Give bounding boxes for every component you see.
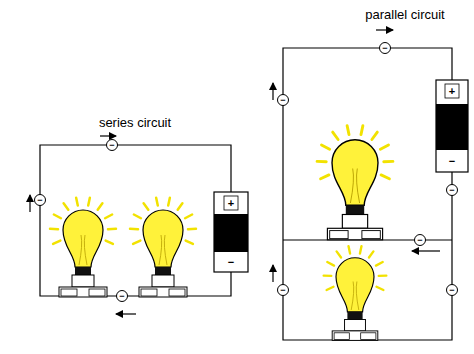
light-bulb <box>130 198 196 297</box>
electron-circle <box>415 235 426 246</box>
electron-sign: − <box>280 96 285 105</box>
electron-sign: − <box>382 44 387 53</box>
electron-circle <box>278 285 289 296</box>
wire <box>40 145 231 296</box>
wire <box>283 48 452 340</box>
current-arrow <box>116 313 136 314</box>
light-bulb <box>50 198 116 297</box>
electron-circle <box>117 291 128 302</box>
electron-sign: − <box>109 141 114 150</box>
electron-circle <box>447 285 458 296</box>
electron-sign: − <box>37 196 42 205</box>
electron-marks <box>35 43 458 302</box>
electron-circle <box>35 195 46 206</box>
electron-sign: − <box>119 292 124 301</box>
electron-circle <box>380 43 391 54</box>
electron-sign: − <box>417 236 422 245</box>
current-arrow <box>376 29 393 30</box>
circuit-title: series circuit <box>99 115 171 130</box>
battery-terminal-sign: − <box>449 156 455 167</box>
electron-circle <box>107 140 118 151</box>
light-bulb <box>317 126 393 240</box>
current-arrow <box>272 265 273 282</box>
battery-terminal-sign: − <box>228 257 234 268</box>
electron-circle <box>447 185 458 196</box>
electron-circle <box>278 95 289 106</box>
electron-sign: − <box>449 286 454 295</box>
battery-terminal-sign: + <box>449 86 455 97</box>
light-bulb <box>324 246 387 340</box>
circuit-title: parallel circuit <box>365 7 444 22</box>
battery-symbol <box>214 192 248 272</box>
battery-terminal-sign: + <box>228 198 234 209</box>
electron-sign: − <box>280 286 285 295</box>
current-arrow <box>272 83 273 100</box>
electron-sign: − <box>449 186 454 195</box>
current-arrow <box>100 135 116 136</box>
current-arrow <box>29 195 30 212</box>
battery-symbol <box>436 80 468 172</box>
current-arrow <box>412 250 440 251</box>
